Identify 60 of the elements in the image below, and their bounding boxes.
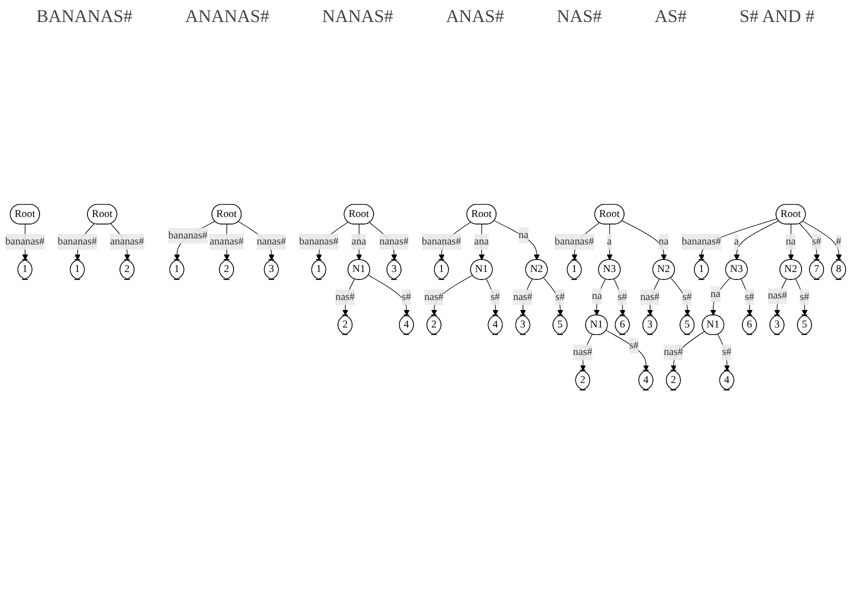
edge-label: bananas#: [422, 236, 461, 247]
arrow: [356, 224, 362, 260]
arrow: [368, 274, 410, 316]
arrow: [614, 278, 626, 316]
arrow: [710, 277, 730, 316]
panel-heading: AS#: [654, 6, 687, 27]
edge-label: na: [592, 290, 602, 302]
edge-label: s#: [490, 291, 500, 302]
panel-heading: NAS#: [556, 6, 602, 27]
arrow: [606, 330, 649, 371]
edge-label: nanas#: [256, 236, 286, 247]
edge-label: a: [607, 236, 612, 247]
edge-label: bananas#: [682, 236, 721, 247]
edge-label: bananas#: [299, 236, 338, 247]
edge-label: ana: [352, 236, 366, 247]
edge-label: s#: [812, 236, 822, 247]
arrow: [740, 278, 753, 316]
panel-heading: BANANAS#: [36, 6, 132, 27]
edge-label: bananas#: [5, 236, 45, 247]
edge-label: s#: [618, 291, 628, 302]
panel-heading: NANAS#: [322, 6, 394, 27]
arrow: [734, 220, 779, 260]
edge-label: nas#: [573, 346, 592, 358]
edge-label: s#: [744, 291, 754, 302]
edge-label: ana: [474, 236, 489, 247]
arrow: [718, 334, 730, 371]
arrow: [622, 220, 667, 260]
edge-label: s#: [555, 291, 565, 302]
arrow: [606, 224, 613, 260]
edge-label: na: [658, 236, 669, 247]
edge-label: ananas#: [110, 236, 144, 247]
edge-label: nas#: [640, 291, 660, 302]
edge-label: nas#: [768, 290, 788, 302]
edge-label: na: [786, 236, 796, 247]
arrow: [788, 224, 794, 260]
edge-label: s#: [402, 291, 412, 302]
arrow: [478, 224, 485, 260]
edge-label: na: [710, 288, 720, 300]
edge-label: #: [836, 236, 842, 247]
arrow: [647, 278, 660, 316]
arrow: [494, 220, 540, 260]
edge-label: bananas#: [554, 236, 594, 247]
panel-heading: S# AND #: [739, 6, 814, 27]
edge-label: bananas#: [168, 230, 208, 241]
arrow: [698, 218, 778, 260]
edge-label: nas#: [664, 346, 684, 358]
edge-label: s#: [800, 291, 810, 302]
edge-label: nas#: [513, 291, 532, 302]
edge-label: ananas#: [210, 236, 244, 247]
edge-label: s#: [682, 291, 692, 302]
edge-label: nas#: [335, 291, 355, 302]
panel-heading: ANANAS#: [185, 6, 270, 27]
edge-label: s#: [629, 340, 639, 351]
panel-heading: ANAS#: [446, 6, 504, 27]
edge-label: na: [518, 229, 528, 240]
edge-label: nanas#: [379, 236, 409, 247]
edge-label: nas#: [424, 291, 444, 302]
edge-label: a: [734, 236, 739, 247]
edge-label: s#: [722, 346, 732, 358]
edge-label: bananas#: [58, 236, 97, 247]
